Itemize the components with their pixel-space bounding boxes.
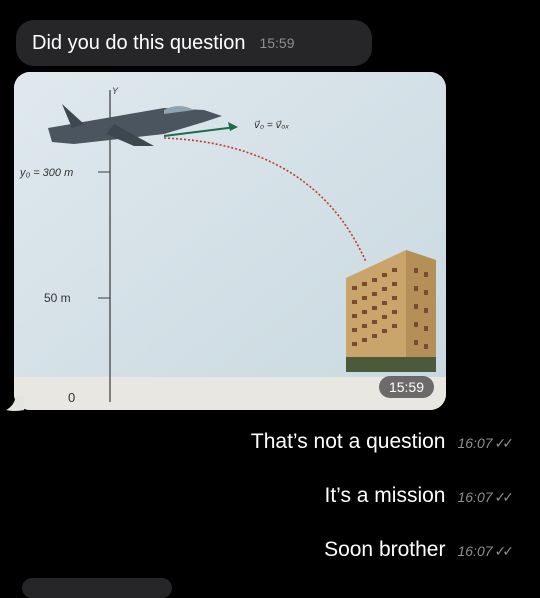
velocity-label: v⃗₀ = v⃗ₒₓ <box>254 120 289 131</box>
building-height-label: 50 m <box>44 291 71 305</box>
message-text: It’s a mission <box>324 484 446 507</box>
origin-label: 0 <box>68 390 75 405</box>
physics-problem-photo: Y y₀ = 300 m 50 m 0 v⃗₀ = v⃗ₒₓ <box>14 72 446 410</box>
y-axis-label: Y <box>112 86 119 96</box>
building-icon <box>346 250 436 372</box>
outgoing-message[interactable]: Soon brother 16:07 ✓✓ <box>324 538 515 562</box>
initial-height-label: y₀ = 300 m <box>19 167 73 179</box>
message-timestamp: 15:59 <box>259 35 295 51</box>
trajectory-path <box>163 137 367 263</box>
photo-timestamp: 15:59 <box>378 376 434 398</box>
outgoing-message[interactable]: That’s not a question 16:07 ✓✓ <box>250 430 515 454</box>
message-text: Did you do this question <box>32 31 246 54</box>
read-receipt-icon: ✓✓ <box>494 489 515 505</box>
message-text: Soon brother <box>324 538 446 561</box>
bubble-tail <box>6 396 24 411</box>
jet-icon <box>48 104 222 146</box>
message-text: That’s not a question <box>250 430 446 453</box>
message-timestamp: 16:07 <box>457 435 493 451</box>
message-timestamp: 16:07 <box>457 489 493 505</box>
incoming-message-bubble[interactable]: Did you do this question 15:59 <box>16 20 372 66</box>
read-receipt-icon: ✓✓ <box>494 543 515 559</box>
partial-message-bubble <box>22 578 172 598</box>
outgoing-message[interactable]: It’s a mission 16:07 ✓✓ <box>324 484 515 508</box>
photo-message[interactable]: Y y₀ = 300 m 50 m 0 v⃗₀ = v⃗ₒₓ <box>14 72 446 410</box>
read-receipt-icon: ✓✓ <box>494 435 515 451</box>
message-timestamp: 16:07 <box>457 543 493 559</box>
